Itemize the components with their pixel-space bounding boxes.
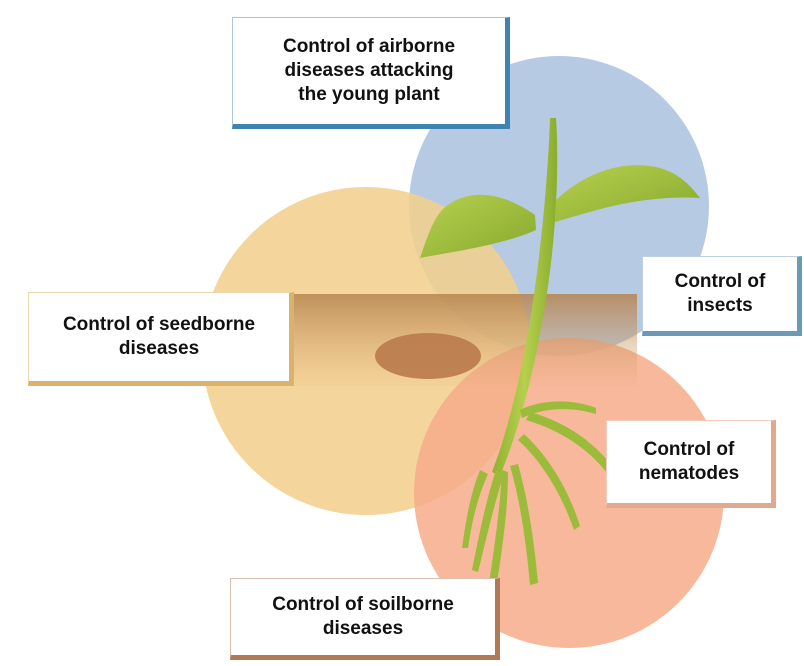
soilborne-diseases-label: Control of soilborne diseases [230, 578, 500, 660]
insects-label: Control of insects [642, 256, 802, 336]
seedborne-diseases-text: Control of seedborne diseases [63, 313, 255, 361]
insects-text: Control of insects [675, 270, 766, 318]
soilborne-diseases-text: Control of soilborne diseases [272, 593, 454, 641]
airborne-diseases-text: Control of airborne diseases attacking t… [283, 35, 455, 107]
nematodes-text: Control of nematodes [639, 438, 739, 486]
seed [375, 333, 481, 379]
airborne-diseases-label: Control of airborne diseases attacking t… [232, 17, 510, 129]
nematodes-label: Control of nematodes [606, 420, 776, 508]
seedborne-diseases-label: Control of seedborne diseases [28, 292, 294, 386]
